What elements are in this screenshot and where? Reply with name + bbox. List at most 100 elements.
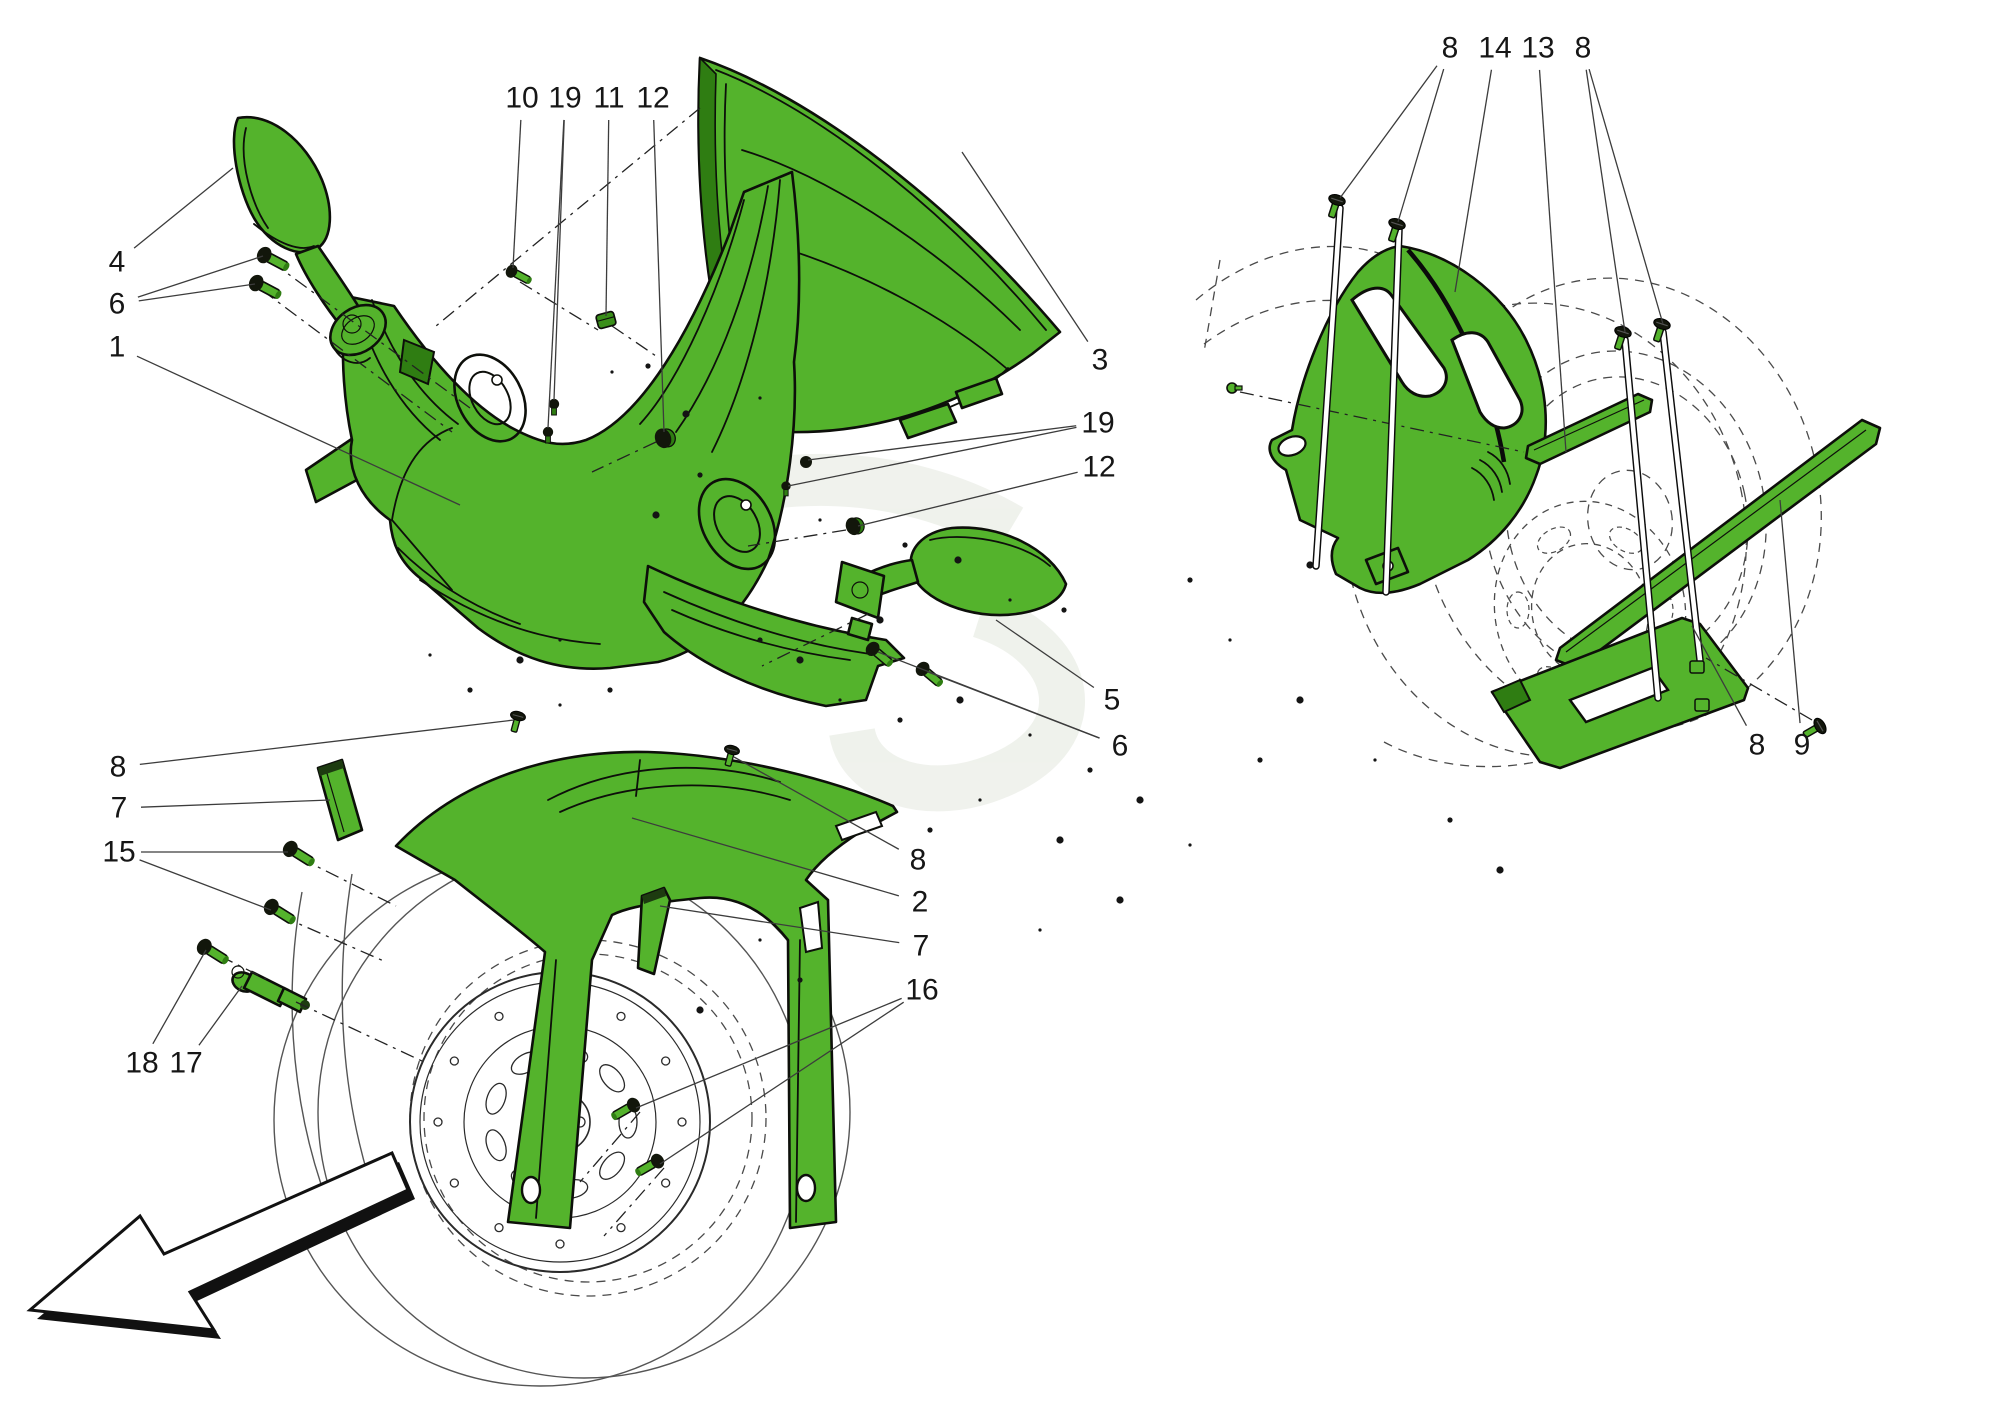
- callout-19-8: 19: [1081, 407, 1114, 440]
- leader-line-17: [198, 985, 243, 1046]
- bolt-fastener: [196, 938, 229, 965]
- callout-13-23: 13: [1521, 32, 1554, 65]
- fork-guard-strip-right: [636, 886, 672, 976]
- mirror-mount-opening-right: [697, 477, 777, 571]
- speckle-dot: [897, 717, 903, 723]
- sprocket-hole: [1536, 526, 1572, 554]
- leader-line-8: [1339, 65, 1438, 199]
- center-axis-line: [747, 529, 847, 547]
- speckle-dot: [954, 556, 962, 564]
- screwdn-fastener: [1388, 218, 1406, 243]
- leader-line-5: [995, 619, 1095, 689]
- leader-line-18: [152, 949, 207, 1045]
- speckle-dot: [1038, 928, 1042, 932]
- leader-line-2: [631, 817, 900, 897]
- callout-15-14: 15: [102, 836, 135, 869]
- leader-line-19: [553, 119, 565, 401]
- disc-hole: [616, 1223, 626, 1233]
- callout-8-24: 8: [1575, 32, 1592, 65]
- disc-slot: [599, 1064, 626, 1093]
- center-axis-line: [591, 441, 657, 473]
- screwdn-fastener: [1614, 326, 1632, 351]
- speckle-dot: [428, 653, 432, 657]
- center-axis-line: [271, 261, 471, 409]
- speckle-dot: [758, 396, 762, 400]
- screw-axis: [1622, 337, 1661, 701]
- center-axis-line: [435, 107, 701, 327]
- leader-line-9: [1779, 499, 1801, 724]
- disc-hole: [433, 1117, 443, 1127]
- leader-line-15: [139, 859, 272, 911]
- center-axis-line: [761, 613, 869, 667]
- leader-line-3: [961, 151, 1089, 343]
- disc-hole: [494, 1223, 504, 1233]
- leader-line-11: [605, 119, 610, 317]
- screw-axis: [1383, 227, 1402, 595]
- disc-slot: [485, 1129, 507, 1162]
- speckle-dot: [838, 698, 842, 702]
- bolt-fastener: [505, 264, 532, 285]
- speckle-dot: [1496, 866, 1504, 874]
- leader-line-8: [733, 756, 900, 850]
- disc-slot: [599, 1151, 626, 1180]
- speckle-dot: [1028, 733, 1032, 737]
- sprocket-hole: [1506, 591, 1530, 629]
- leader-line-13: [1538, 69, 1567, 453]
- speckle-dot: [1296, 696, 1304, 704]
- bolt-fastener: [256, 246, 290, 272]
- callout-14-22: 14: [1478, 32, 1511, 65]
- speckle-dot: [978, 798, 982, 802]
- leader-line-16: [635, 997, 902, 1109]
- callout-11-5: 11: [593, 82, 624, 115]
- chain-guard-blade: [1554, 418, 1882, 670]
- speckle-dot: [696, 1006, 704, 1014]
- disc-hole: [661, 1178, 671, 1188]
- callout-4-0: 4: [109, 246, 126, 279]
- callout-8-17: 8: [910, 844, 927, 877]
- bolt-fastener: [282, 840, 315, 867]
- leader-line-19: [547, 119, 565, 429]
- nutg-fastener: [1694, 698, 1710, 712]
- speckle-dot: [797, 977, 803, 983]
- callout-3-7: 3: [1092, 344, 1109, 377]
- leader-line-16: [659, 1001, 905, 1165]
- leader-line-12: [653, 119, 665, 433]
- leader-line-8: [1691, 625, 1748, 727]
- speckle-dot: [558, 638, 562, 642]
- leader-line-4: [133, 167, 234, 249]
- callout-1-2: 1: [109, 331, 126, 364]
- rear-hugger: [1268, 244, 1547, 595]
- speckle-dot: [652, 511, 660, 519]
- disc-hole: [616, 1011, 626, 1021]
- center-axis-line: [1239, 391, 1525, 453]
- callout-18-15: 18: [125, 1047, 158, 1080]
- disc-hole: [449, 1056, 459, 1066]
- abs-sensor: [231, 965, 310, 1014]
- speckle-dot: [1306, 561, 1314, 569]
- speckle-dot: [558, 703, 562, 707]
- bolt-fastener: [915, 661, 944, 687]
- leader-line-6: [927, 671, 1100, 739]
- speckle-dot: [1257, 757, 1263, 763]
- screwdn-fastener: [1802, 717, 1827, 738]
- callout-8-25: 8: [1749, 729, 1766, 762]
- center-axis-line: [1705, 657, 1813, 721]
- speckle-dot: [645, 363, 651, 369]
- bolt-fastener: [635, 1153, 665, 1177]
- right-mirror: [834, 526, 1068, 642]
- center-axis-line: [299, 857, 397, 907]
- leader-line-8: [1588, 68, 1664, 325]
- grommet-fastener: [845, 517, 865, 536]
- center-axis-line: [295, 1001, 425, 1063]
- screw-axis: [1313, 205, 1343, 569]
- speckle-dot: [1188, 843, 1192, 847]
- leader-line-6: [137, 255, 264, 298]
- leader-line-8: [1585, 69, 1626, 333]
- direction-arrow: [26, 1151, 415, 1339]
- speckle-dot: [610, 370, 614, 374]
- speckle-dot: [1136, 796, 1144, 804]
- speckle-dot: [1056, 836, 1064, 844]
- front-fender: [394, 750, 899, 1230]
- leader-line-7: [659, 905, 900, 944]
- grommet-fastener: [654, 428, 676, 449]
